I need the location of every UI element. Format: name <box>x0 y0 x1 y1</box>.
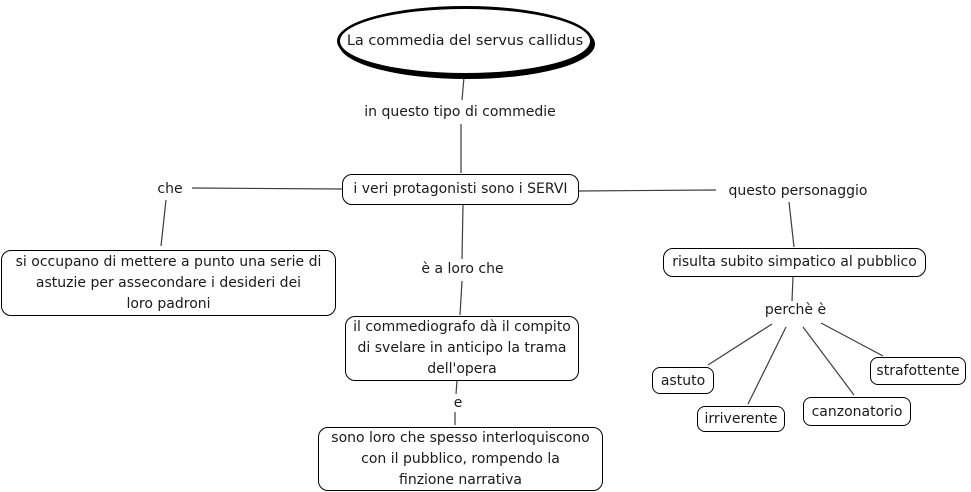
link-label-in-questo-tipo: in questo tipo di commedie <box>364 104 556 120</box>
link-label-perche-e: perchè è <box>764 302 827 318</box>
concept-node-canzonatorio: canzonatorio <box>803 397 911 426</box>
connector-line-perche-canzonatorio <box>802 326 855 396</box>
concept-node-astuzie: si occupano di mettere a punto una serie… <box>1 250 336 316</box>
root-node-ellipse: La commedia del servus callidus <box>337 6 593 76</box>
connector-line-aloroche-commediografo <box>459 280 463 316</box>
concept-node-astuto: astuto <box>652 367 714 394</box>
connector-line-personaggio-risulta <box>788 201 795 248</box>
concept-node-commediografo: il commediografo dà il compito di svelar… <box>345 316 579 381</box>
connector-line-risulta-perche <box>791 276 794 302</box>
link-label-e-a-loro-che: è a loro che <box>421 261 504 277</box>
connector-line-perche-strafottente <box>820 322 884 357</box>
link-label-questo-personaggio: questo personaggio <box>728 183 868 199</box>
connector-line-che-astuzie <box>160 199 167 247</box>
concept-node-simpatico: risulta subito simpatico al pubblico <box>663 248 926 277</box>
connector-line-perche-irriverente <box>747 326 787 405</box>
concept-node-strafottente: strafottente <box>870 357 966 385</box>
connector-line-perche-astuto <box>707 323 773 366</box>
connector-line-servi-che <box>191 187 343 190</box>
link-label-che: che <box>157 181 183 197</box>
concept-node-irriverente: irriverente <box>697 406 785 432</box>
connector-line-commediografo-e <box>455 380 458 395</box>
concept-node-servi: i veri protagonisti sono i SERVI <box>342 174 579 205</box>
connector-line-root-intro <box>461 76 465 101</box>
link-label-e: e <box>453 395 463 411</box>
connector-line-servi-aloroche <box>461 204 464 260</box>
connector-line-servi-personaggio <box>577 189 717 192</box>
concept-node-interloquiscono: sono loro che spesso interloquiscono con… <box>318 427 603 491</box>
